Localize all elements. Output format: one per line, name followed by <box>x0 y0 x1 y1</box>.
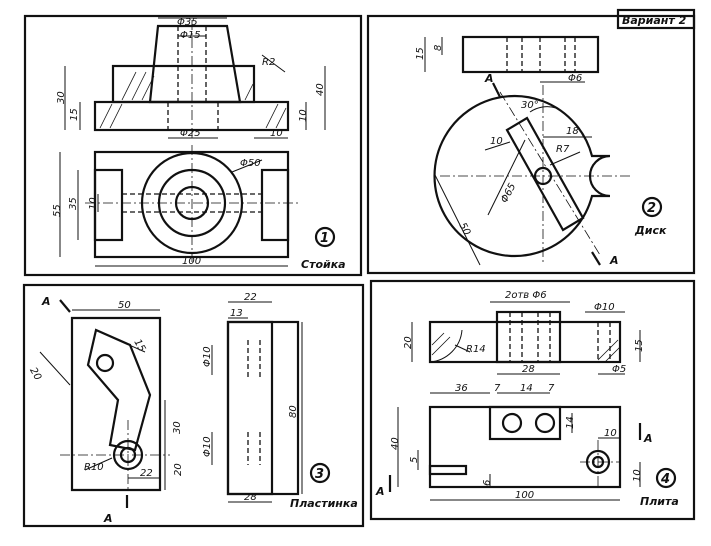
p4-dim-d5: Φ5 <box>612 364 626 375</box>
variant-label: Вариант 2 <box>622 14 687 27</box>
p2-dim-h8: 8 <box>433 45 444 51</box>
p2-number: 2 <box>647 201 656 216</box>
p4-number-circle <box>655 467 677 489</box>
p3-dim-w50: 50 <box>118 300 131 311</box>
p1-dim-d50: Φ50 <box>240 158 261 169</box>
p3-number: 3 <box>315 467 324 482</box>
p2-dim-h15: 15 <box>415 47 426 60</box>
p2-dim-d65: Φ65 <box>499 182 518 205</box>
panel-1-frame <box>23 14 363 277</box>
p3-number-circle <box>309 462 331 484</box>
part-4-drawing: 2отв Φ6 Φ10 20 R14 15 28 Φ5 36 14 7 7 14… <box>375 290 679 508</box>
p1-dim-h30: 30 <box>56 91 67 104</box>
p3-section-a-bottom: A <box>103 512 113 525</box>
p1-dim-w10a: 10 <box>270 128 283 139</box>
p3-dim-d10b: Φ10 <box>202 436 213 457</box>
p3-dim-r10: R10 <box>84 462 104 473</box>
p4-dim-r14: R14 <box>466 344 486 355</box>
variant-box <box>616 8 696 30</box>
p4-dim-w100: 100 <box>515 490 534 501</box>
part-1-drawing: Φ35 Φ15 R2 30 15 40 10 Φ25 10 Φ50 55 35 <box>52 17 346 271</box>
p2-section-a-bottom: A <box>609 254 619 267</box>
p1-dim-d35: Φ35 <box>177 17 198 28</box>
p1-dim-h55: 55 <box>52 204 63 217</box>
p2-side-view <box>461 35 600 74</box>
p3-dim-h30: 30 <box>172 421 183 434</box>
p3-dim-w28: 28 <box>244 492 257 503</box>
p2-section-a-top: A <box>484 72 494 85</box>
p4-dim-w36: 36 <box>455 383 468 394</box>
p3-plate-outline <box>70 316 162 492</box>
p1-dim-h40: 40 <box>315 83 326 96</box>
part-2-drawing: 15 8 Φ6 A A 30° 18 R7 10 Φ65 50 2 Диск <box>415 35 667 267</box>
p2-number-circle <box>641 196 663 218</box>
panel-4-frame <box>369 279 696 521</box>
p1-number: 1 <box>320 231 329 246</box>
p4-dim-w7b: 7 <box>548 383 555 394</box>
p3-dim-w13: 13 <box>230 308 243 319</box>
p4-name: Плита <box>640 495 679 508</box>
p3-dim-h20b: 20 <box>173 463 184 476</box>
p1-dim-d15: Φ15 <box>180 30 201 41</box>
p1-dim-w10b: 10 <box>298 109 309 122</box>
p4-section-a-right: A <box>643 432 653 445</box>
p4-dim-h5: 5 <box>409 457 420 463</box>
p1-dim-h35: 35 <box>68 197 79 210</box>
p2-name: Диск <box>634 224 667 237</box>
p4-dim-w28: 28 <box>522 364 535 375</box>
p4-dim-h15: 15 <box>634 339 645 352</box>
p4-dim-h40: 40 <box>390 437 401 450</box>
p4-dim-h6: 6 <box>482 480 493 486</box>
p1-dim-h10: 10 <box>88 197 99 210</box>
p2-dim-ang30: 30° <box>521 100 539 111</box>
p1-base-plate <box>93 100 290 132</box>
p4-dim-h14: 14 <box>565 416 576 429</box>
p1-number-circle <box>314 226 336 248</box>
p2-dim-w10: 10 <box>490 136 503 147</box>
part-3-drawing: A A 50 20 15 30 20 22 R10 22 13 Φ10 Φ10 … <box>27 292 358 525</box>
p2-dim-d6: Φ6 <box>568 73 582 84</box>
p4-number: 4 <box>660 472 670 487</box>
p3-dim-w22: 22 <box>244 292 257 303</box>
p3-name: Пластинка <box>290 497 358 510</box>
p1-plan-slot-right <box>260 168 290 242</box>
p1-plan-slot-left <box>93 168 124 242</box>
p1-upper-block <box>111 64 256 104</box>
p4-dim-d10: Φ10 <box>594 302 615 313</box>
p4-dim-h10: 10 <box>632 469 643 482</box>
panel-2-frame <box>366 14 696 275</box>
p1-dim-d25: Φ25 <box>180 128 201 139</box>
p3-dim-h20: 20 <box>27 366 43 383</box>
panel-3-frame <box>22 283 365 528</box>
p3-dim-d10a: Φ10 <box>202 346 213 367</box>
p2-dim-r7: R7 <box>556 144 570 155</box>
p3-dim-h80: 80 <box>288 405 299 418</box>
p1-dim-h15: 15 <box>69 108 80 121</box>
p4-section-a-left: A <box>375 485 385 498</box>
p1-dim-w100: 100 <box>182 256 201 267</box>
p4-dim-w10: 10 <box>604 428 617 439</box>
p4-dim-w7a: 7 <box>494 383 501 394</box>
p4-dim-holes: 2отв Φ6 <box>505 290 547 301</box>
p4-dim-h20: 20 <box>403 336 414 349</box>
p3-section-a-top: A <box>41 295 51 308</box>
p2-rib <box>505 116 585 232</box>
p3-slot <box>86 328 152 452</box>
p1-name: Стойка <box>301 258 346 271</box>
p2-dim-w50: 50 <box>457 221 473 237</box>
p4-dim-w14: 14 <box>520 383 533 394</box>
p3-dim-w22b: 22 <box>140 468 153 479</box>
p1-dim-r2: R2 <box>262 57 275 68</box>
p2-dim-w18: 18 <box>566 126 579 137</box>
